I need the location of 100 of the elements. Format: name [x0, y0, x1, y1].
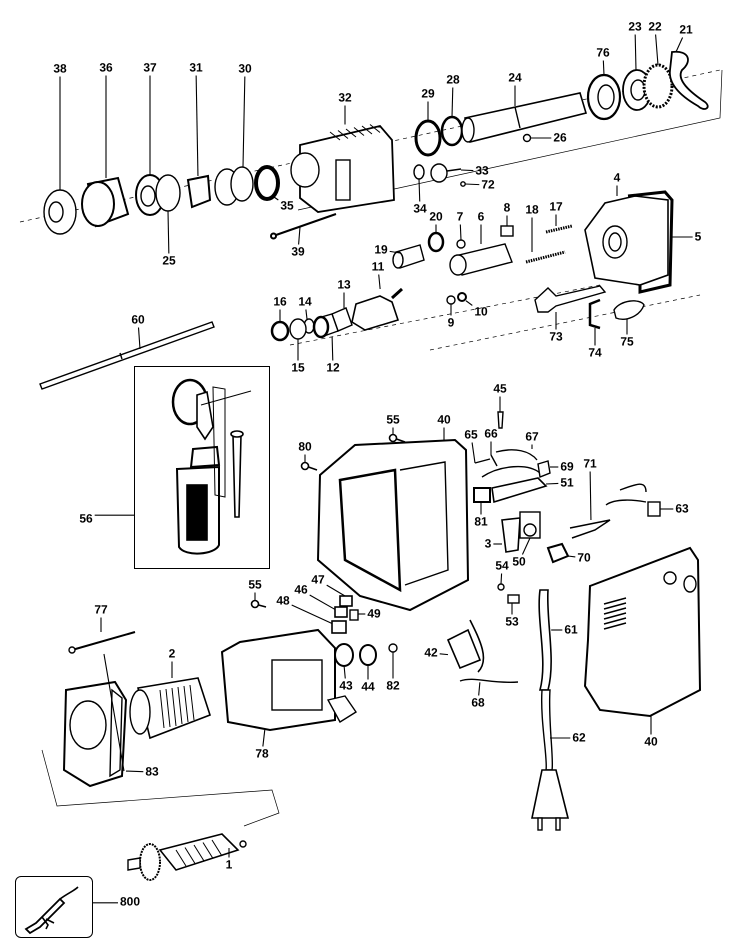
leader-line [634, 34, 637, 70]
leader-line [305, 309, 308, 320]
o-ring [414, 120, 442, 156]
callout-number: 62 [571, 732, 587, 744]
callout-number: 42 [423, 646, 439, 660]
leader-line [298, 226, 301, 245]
wire-lead [496, 449, 538, 460]
leader-line [297, 339, 299, 360]
leader-line [531, 444, 533, 449]
callout-number: 54 [494, 560, 510, 572]
o-ring [440, 116, 464, 146]
wire-lead [460, 678, 518, 683]
callout-number: 800 [118, 896, 142, 908]
leader-line [105, 76, 107, 178]
callout-number: 8 [502, 202, 512, 214]
washer [457, 292, 467, 302]
callout-number: 55 [385, 414, 401, 426]
leader-line [196, 75, 199, 176]
callout-number: 61 [563, 624, 579, 636]
leader-line [440, 653, 448, 656]
hook-spanner [668, 50, 709, 110]
leader-line [506, 216, 508, 226]
washer [270, 320, 290, 342]
clip [507, 594, 520, 604]
leader-line [443, 428, 445, 440]
leader-line [378, 274, 381, 290]
capacitor [605, 484, 661, 517]
callout-number: 1 [224, 858, 234, 872]
callout-number: 53 [504, 616, 520, 628]
callout-number: 14 [297, 296, 313, 308]
callout-number: 51 [559, 476, 575, 490]
callout-number: 40 [643, 736, 659, 748]
leader-line [590, 472, 592, 520]
armature [127, 833, 247, 881]
callout-number: 81 [473, 516, 489, 528]
leader-line [149, 76, 151, 175]
tube [449, 243, 513, 276]
leader-line [568, 555, 576, 558]
switch-lever [501, 517, 521, 553]
leader-line [392, 428, 394, 435]
screw [388, 434, 406, 443]
bearing [334, 643, 354, 667]
callout-number: 18 [524, 204, 540, 216]
leader-line [499, 396, 501, 412]
leader-line [531, 218, 533, 252]
leader-line [522, 538, 530, 555]
callout-number: 28 [445, 74, 461, 86]
callout-number: 77 [93, 604, 109, 616]
ball [522, 134, 532, 142]
callout-number: 69 [559, 460, 575, 474]
washer [289, 318, 307, 340]
callout-number: 65 [463, 428, 479, 442]
gear-ring [586, 74, 622, 120]
callout-number: 66 [483, 428, 499, 440]
callout-number: 20 [428, 210, 444, 224]
leader-line [466, 300, 473, 306]
callout-number: 10 [473, 306, 489, 318]
leader-line [514, 86, 516, 106]
callout-number: 21 [678, 24, 694, 36]
leader-line [480, 502, 482, 514]
cable-sleeve [538, 589, 552, 691]
sleeve [312, 313, 339, 338]
leader-line [59, 76, 61, 190]
callout-number: 30 [237, 62, 253, 76]
callout-number: 80 [297, 440, 313, 454]
callout-number: 73 [548, 330, 564, 344]
end-cap [62, 680, 128, 788]
cable-clamp [446, 620, 484, 672]
power-cord-plug [531, 689, 570, 831]
callout-number: 36 [98, 62, 114, 74]
screw [250, 600, 266, 608]
clip [588, 298, 600, 330]
switch-bracket [491, 477, 548, 504]
wire-lead [474, 458, 490, 464]
brush-holder [331, 620, 347, 634]
leader-line [550, 737, 570, 739]
callout-number: 6 [476, 210, 486, 224]
leader-line [93, 902, 118, 904]
callout-number: 71 [582, 458, 598, 470]
callout-number: 63 [674, 502, 690, 516]
spring-clip [349, 609, 359, 621]
callout-number: 47 [310, 574, 326, 586]
leader-line [274, 196, 279, 200]
callout-number: 24 [507, 72, 523, 84]
rear-housing [584, 195, 669, 286]
leader-line [500, 573, 502, 584]
callout-number: 67 [524, 430, 540, 444]
callout-number: 3 [484, 538, 492, 550]
chuck-cap [43, 189, 77, 235]
callout-number: 60 [130, 314, 146, 326]
callout-number: 37 [142, 62, 158, 74]
leader-line [167, 210, 170, 254]
callout-number: 25 [161, 254, 177, 268]
screw [300, 462, 318, 471]
leader-line [450, 304, 452, 316]
callout-number: 4 [612, 172, 622, 184]
leader-line [626, 319, 628, 334]
screw [497, 411, 504, 429]
callout-number: 2 [168, 648, 176, 660]
seal-ring [254, 165, 280, 201]
